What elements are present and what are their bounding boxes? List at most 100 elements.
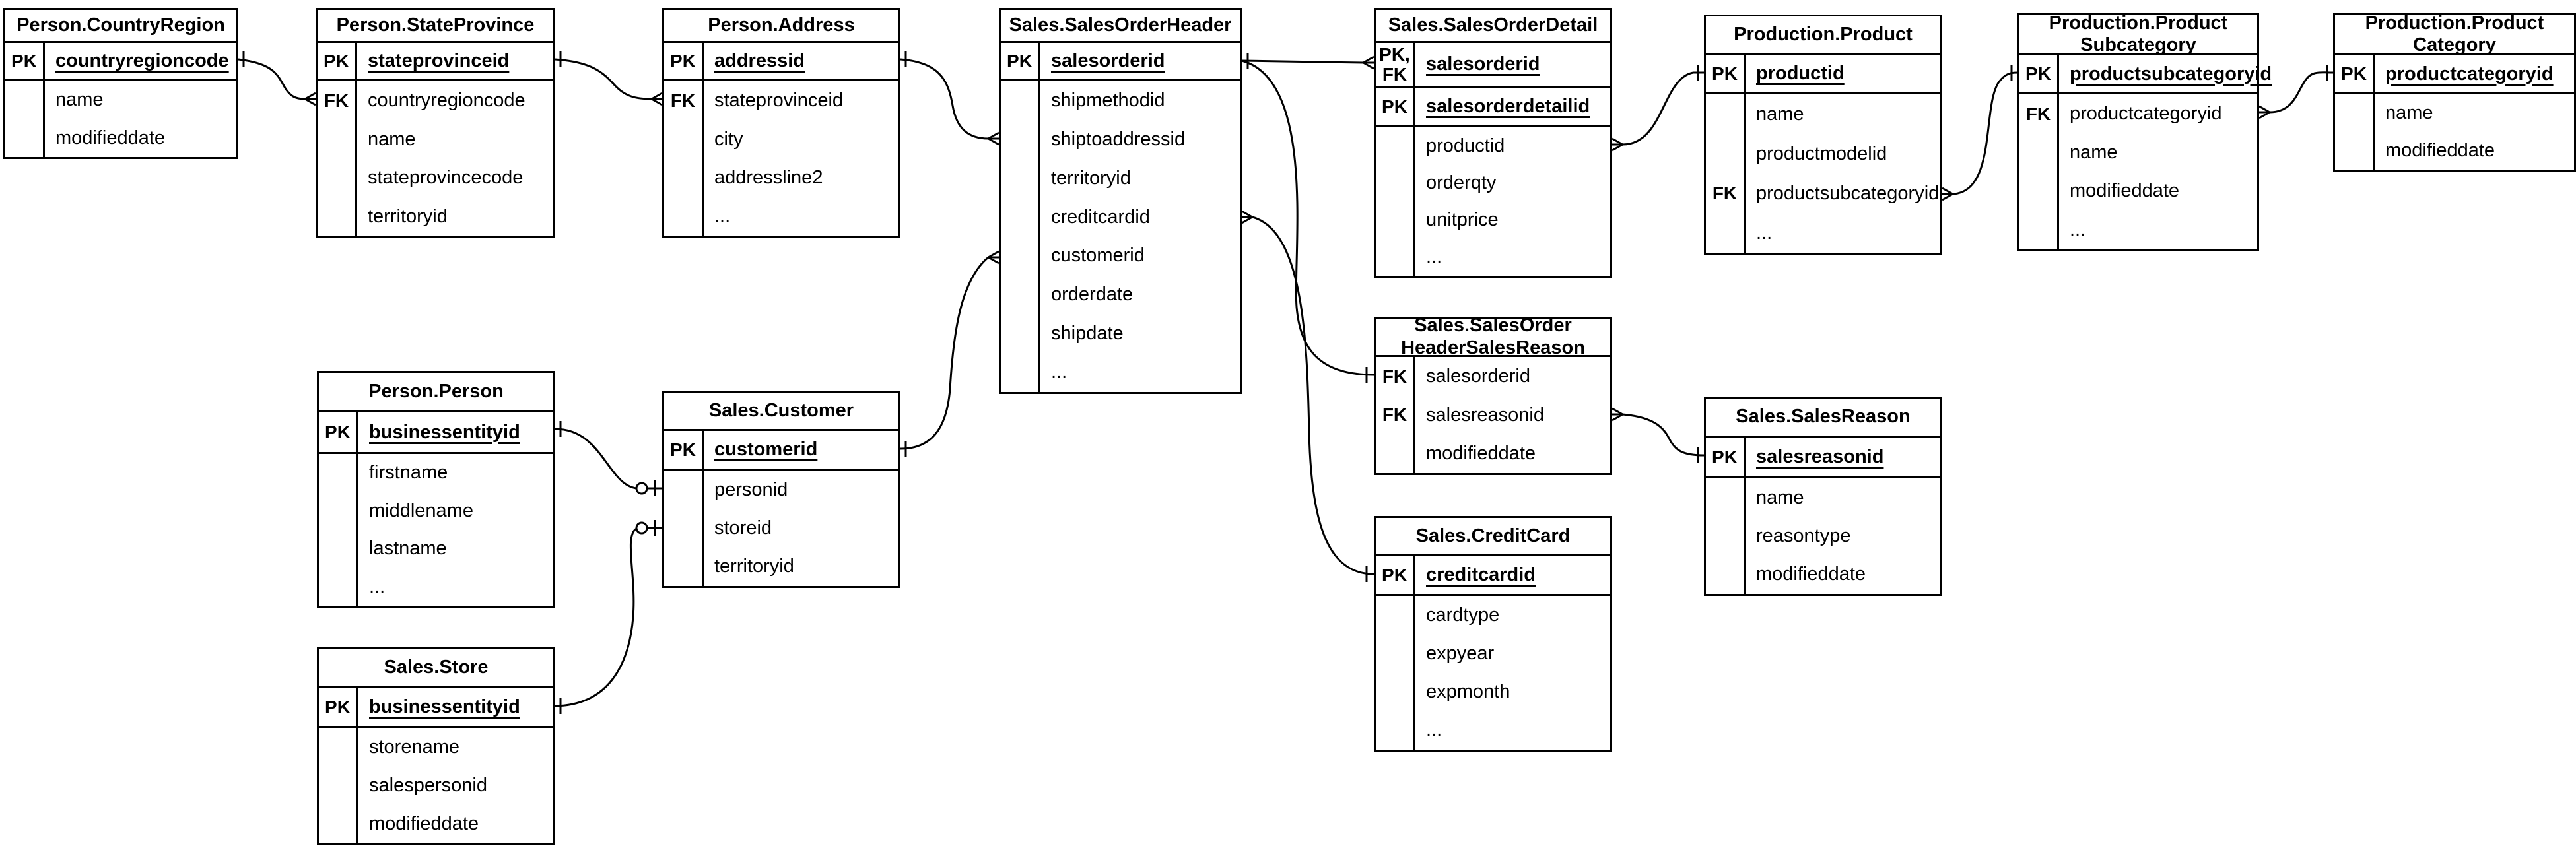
relationship-salesreason-headersalesreason[interactable] xyxy=(1611,407,1705,463)
attribute-row: firstname xyxy=(319,454,553,492)
entity-title: Production.Product Category xyxy=(2335,13,2574,55)
entity-sales-salesorderdetail[interactable]: Sales.SalesOrderDetail PK, FK salesorder… xyxy=(1374,8,1612,278)
relationship-product-salesorderdetail[interactable] xyxy=(1611,65,1704,152)
key-label xyxy=(664,547,704,586)
entity-title: Person.StateProvince xyxy=(318,10,553,43)
key-label xyxy=(1001,119,1040,159)
attribute-row: territoryid xyxy=(318,197,553,236)
attribute-name: salesorderid xyxy=(1426,53,1540,75)
attribute-row: modifieddate xyxy=(2019,172,2257,211)
crow-foot-marker xyxy=(1363,55,1374,70)
attribute-row: personid xyxy=(664,471,898,509)
attribute-row: productmodelid xyxy=(1706,134,1940,174)
attribute-row: ... xyxy=(2019,211,2257,249)
key-label xyxy=(1001,314,1040,354)
attribute-name: salesorderid xyxy=(1426,365,1530,387)
attribute-row: modifieddate xyxy=(1706,555,1940,594)
key-label xyxy=(2019,211,2059,249)
entity-person-address[interactable]: Person.Address PK addressid FK stateprov… xyxy=(662,8,900,238)
attribute-list: storename salespersonid modifieddate xyxy=(319,728,553,843)
attribute-list: name modifieddate xyxy=(5,81,236,157)
attribute-name: middlename xyxy=(369,500,473,521)
entity-sales-store[interactable]: Sales.Store PK businessentityid storenam… xyxy=(317,647,555,845)
attribute-name: cardtype xyxy=(1426,604,1500,626)
crow-foot-marker xyxy=(988,250,1000,265)
attribute-row: stateprovincecode xyxy=(318,158,553,198)
relationship-creditcard-salesorderheader[interactable] xyxy=(1241,210,1374,582)
attribute-row: customerid xyxy=(1001,236,1240,276)
attribute-name: productsubcategoryid xyxy=(2070,63,2272,84)
attribute-name: salesorderid xyxy=(1051,50,1165,71)
key-label: PK, FK xyxy=(1376,43,1415,86)
attribute-row: territoryid xyxy=(1001,158,1240,198)
entity-sales-creditcard[interactable]: Sales.CreditCard PK creditcardid cardtyp… xyxy=(1374,516,1612,752)
key-label: FK xyxy=(318,81,357,120)
entity-title: Sales.Customer xyxy=(664,393,898,431)
entity-person-person[interactable]: Person.Person PK businessentityid firstn… xyxy=(317,371,555,608)
attribute-row: FK productsubcategoryid xyxy=(1706,174,1940,213)
attribute-row: ... xyxy=(319,568,553,606)
key-label xyxy=(664,197,704,236)
attribute-name: ... xyxy=(1426,719,1442,741)
entity-person-countryregion[interactable]: Person.CountryRegion PK countryregioncod… xyxy=(3,8,238,159)
attribute-row: PK salesreasonid xyxy=(1706,438,1940,478)
attribute-name: businessentityid xyxy=(369,696,520,717)
attribute-name: unitprice xyxy=(1426,209,1499,231)
attribute-row: FK countryregioncode xyxy=(318,81,553,120)
entity-sales-salesorderheadersalesreason[interactable]: Sales.SalesOrder HeaderSalesReason FK sa… xyxy=(1374,315,1612,475)
entity-production-product[interactable]: Production.Product PK productid name pro… xyxy=(1704,15,1942,255)
attribute-name: stateprovinceid xyxy=(714,89,844,111)
attribute-row: PK productcategoryid xyxy=(2335,55,2574,94)
relationship-customer-salesorderheader[interactable] xyxy=(900,250,1000,457)
attribute-row: storeid xyxy=(664,509,898,548)
attribute-name: territoryid xyxy=(368,206,448,228)
zero-marker xyxy=(635,482,648,495)
relationship-person-customer[interactable] xyxy=(555,421,662,496)
key-label xyxy=(1376,672,1415,711)
entity-person-stateprovince[interactable]: Person.StateProvince PK stateprovinceid … xyxy=(316,8,555,238)
relationship-stateprovince-address[interactable] xyxy=(555,51,663,106)
key-label xyxy=(319,568,358,606)
crow-foot-marker xyxy=(304,92,316,106)
key-label xyxy=(319,728,358,766)
relationship-productcategory-productsubcategory[interactable] xyxy=(2258,65,2334,119)
key-label: PK xyxy=(1001,43,1040,79)
entity-sales-salesorderheader[interactable]: Sales.SalesOrderHeader PK salesorderid s… xyxy=(999,8,1242,394)
entity-sales-salesreason[interactable]: Sales.SalesReason PK salesreasonid name … xyxy=(1704,397,1942,596)
entity-title: Production.Product xyxy=(1706,16,1940,55)
attribute-name: ... xyxy=(2070,219,2086,241)
attribute-row: PK productid xyxy=(1706,55,1940,94)
key-label xyxy=(2019,172,2059,211)
attribute-name: territoryid xyxy=(714,556,794,577)
key-label: FK xyxy=(2019,94,2059,133)
relationship-salesorderheader-salesorderdetail[interactable] xyxy=(1241,53,1374,70)
attribute-row: PK creditcardid xyxy=(1376,556,1610,596)
relationship-store-customer[interactable] xyxy=(555,520,662,714)
key-label xyxy=(1376,201,1415,239)
attribute-name: orderdate xyxy=(1051,284,1134,306)
key-label: PK xyxy=(2019,55,2059,92)
attribute-list: FK salesorderid FK salesreasonid modifie… xyxy=(1376,357,1610,474)
key-label xyxy=(318,158,357,198)
relationship-productsubcategory-product[interactable] xyxy=(1942,65,2018,201)
attribute-row: shipmethodid xyxy=(1001,81,1240,120)
attribute-name: ... xyxy=(1051,362,1068,383)
attribute-name: territoryid xyxy=(1051,167,1131,189)
entity-production-productsubcategory[interactable]: Production.Product Subcategory PK produc… xyxy=(2017,13,2272,251)
entity-production-productcategory[interactable]: Production.Product Category PK productca… xyxy=(2333,13,2576,172)
relationship-address-salesorderheader[interactable] xyxy=(900,51,1000,146)
attribute-list: personid storeid territoryid xyxy=(664,471,898,586)
attribute-row: name xyxy=(1706,94,1940,134)
attribute-row: creditcardid xyxy=(1001,197,1240,237)
key-label xyxy=(1706,517,1746,556)
entity-sales-customer[interactable]: Sales.Customer PK customerid personid st… xyxy=(662,391,900,588)
key-label xyxy=(1001,81,1040,120)
attribute-name: creditcardid xyxy=(1051,206,1150,228)
key-label xyxy=(1706,134,1746,174)
relationship-countryregion-stateprovince[interactable] xyxy=(238,51,316,106)
key-label xyxy=(1001,158,1040,198)
attribute-row: unitprice xyxy=(1376,201,1610,239)
key-label: PK xyxy=(1706,55,1746,92)
attribute-row: PK countryregioncode xyxy=(5,43,236,81)
attribute-row: storename xyxy=(319,728,553,766)
